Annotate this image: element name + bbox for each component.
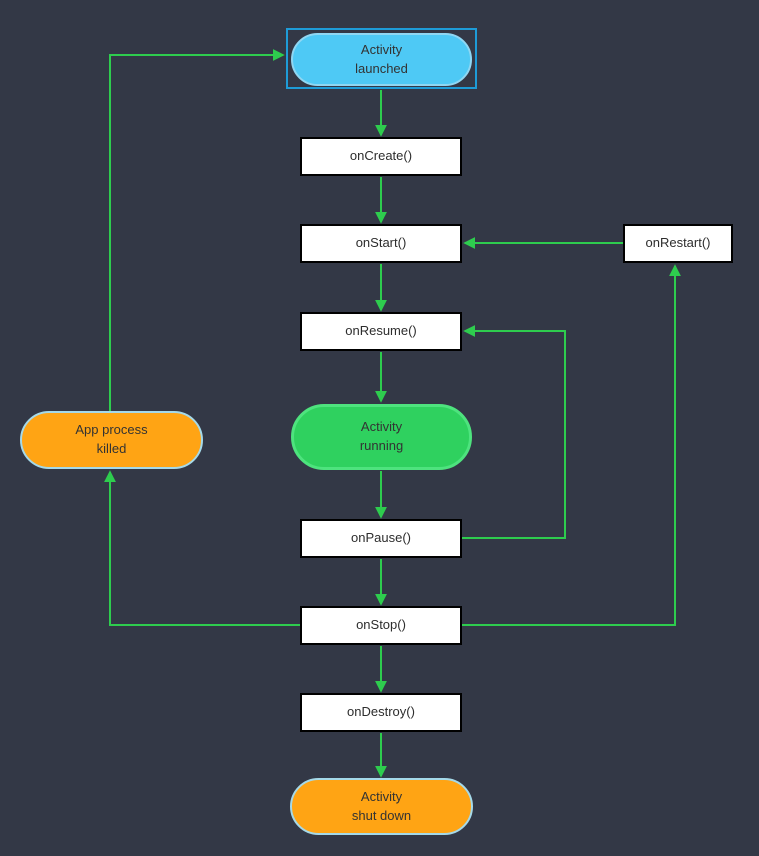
node-onpause[interactable]: onPause() — [300, 519, 462, 558]
node-onrestart-label: onRestart() — [645, 235, 711, 251]
node-activity-shut-down[interactable]: Activity shut down — [290, 778, 473, 835]
node-ondestroy[interactable]: onDestroy() — [300, 693, 462, 732]
node-onstop[interactable]: onStop() — [300, 606, 462, 645]
node-activity-running-label: Activity running — [359, 419, 404, 453]
node-onstart[interactable]: onStart() — [300, 224, 462, 263]
node-onstart-label: onStart() — [355, 235, 407, 251]
node-onstop-label: onStop() — [356, 617, 406, 633]
node-oncreate-label: onCreate() — [349, 148, 413, 164]
edge-onstop-to-app-process-killed[interactable] — [104, 470, 300, 626]
edge-app-process-killed-to-activity-launched[interactable] — [109, 49, 285, 411]
node-oncreate[interactable]: onCreate() — [300, 137, 462, 176]
node-onpause-label: onPause() — [351, 530, 411, 546]
node-activity-running[interactable]: Activity running — [291, 404, 472, 470]
node-activity-launched-label: Activity launched — [355, 41, 408, 76]
node-onresume-label: onResume() — [345, 323, 417, 339]
node-activity-shut-down-label: Activity shut down — [351, 788, 412, 823]
edge-onpause-to-onresume[interactable] — [462, 325, 566, 539]
node-onresume[interactable]: onResume() — [300, 312, 462, 351]
node-app-process-killed[interactable]: App process killed — [20, 411, 203, 469]
node-app-process-killed-label: App process killed — [75, 422, 148, 456]
node-onrestart[interactable]: onRestart() — [623, 224, 733, 263]
edge-onstop-to-onrestart[interactable] — [462, 264, 681, 626]
node-activity-launched[interactable]: Activity launched — [291, 33, 472, 86]
node-ondestroy-label: onDestroy() — [347, 704, 415, 720]
selection-outline — [286, 28, 477, 89]
